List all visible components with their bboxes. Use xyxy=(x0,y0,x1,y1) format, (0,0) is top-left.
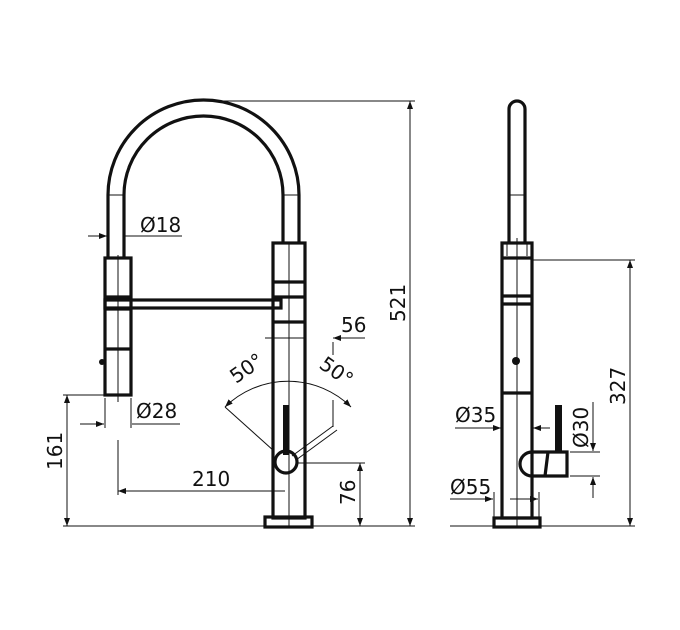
angle-left-label: 50° xyxy=(225,348,268,388)
dim-o35: Ø35 xyxy=(455,403,496,427)
base-plate xyxy=(263,515,314,529)
side-tube xyxy=(507,99,527,243)
side-lever-joint xyxy=(518,450,569,478)
side-dimensions: 327 Ø35 Ø30 Ø55 xyxy=(450,259,635,527)
side-view xyxy=(492,99,569,529)
front-dimensions: 521 161 Ø18 Ø28 210 76 56 50° 50° xyxy=(43,100,415,527)
dim-521: 521 xyxy=(386,284,410,322)
side-button xyxy=(512,357,520,365)
hose-arc-inner xyxy=(122,114,285,258)
dim-210: 210 xyxy=(192,467,230,491)
front-view xyxy=(99,98,352,529)
dim-76: 76 xyxy=(336,480,360,505)
dim-o28: Ø28 xyxy=(136,399,177,423)
dim-o30: Ø30 xyxy=(569,407,593,448)
side-base xyxy=(492,516,542,529)
dim-327: 327 xyxy=(606,367,630,405)
dim-o18: Ø18 xyxy=(140,213,181,237)
holder-bar xyxy=(103,298,283,310)
dim-161: 161 xyxy=(43,432,67,470)
lever-pivot xyxy=(273,449,299,475)
lever-handle xyxy=(283,405,289,455)
side-lever xyxy=(555,405,562,453)
spray-button xyxy=(99,359,105,365)
angle-right-label: 50° xyxy=(315,351,358,391)
hose-arc-outer xyxy=(106,98,301,258)
angle-arc xyxy=(224,380,352,408)
dim-56: 56 xyxy=(341,313,366,337)
dim-o55: Ø55 xyxy=(450,475,491,499)
